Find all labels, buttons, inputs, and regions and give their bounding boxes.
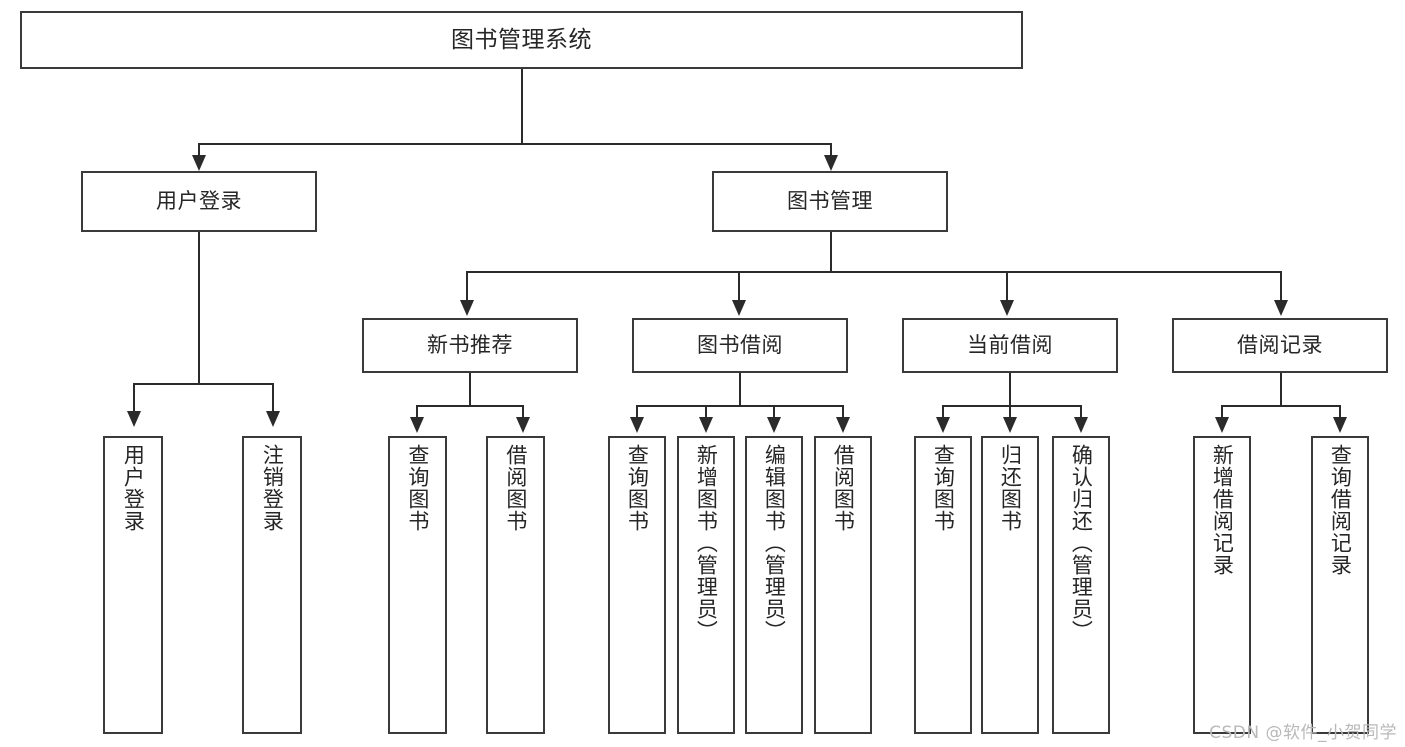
edge-book-manage-to-book-borrow xyxy=(738,271,740,304)
csdn-watermark: CSDN @软件_小贺同学 xyxy=(1209,723,1397,743)
arrow-to-leaf-add-record xyxy=(1215,417,1229,433)
node-book-borrow[interactable]: 图书借阅 xyxy=(632,318,848,373)
node-label: 归还图书 xyxy=(998,444,1023,532)
edge-current-borrow-to-leaf-1 xyxy=(942,405,944,425)
arrow-to-book-manage xyxy=(824,155,838,171)
node-label: 注销登录 xyxy=(260,444,285,532)
node-label: 新增图书（管理员） xyxy=(694,444,719,642)
edge-book-borrow-stem xyxy=(739,373,741,405)
edge-borrow-record-to-leaf-1 xyxy=(1221,405,1223,425)
edge-root-split-bar xyxy=(198,143,832,145)
node-leaf-logout-login[interactable]: 注销登录 xyxy=(242,436,302,734)
arrow-to-new-book-recommend xyxy=(460,300,474,316)
node-label: 查询图书 xyxy=(405,444,430,532)
edge-book-borrow-to-leaf-3 xyxy=(773,405,775,425)
arrow-to-leaf-edit-book xyxy=(767,417,781,433)
edge-current-borrow-to-leaf-3 xyxy=(1080,405,1082,425)
node-label: 确认归还（管理员） xyxy=(1069,444,1094,642)
node-label: 新增借阅记录 xyxy=(1210,444,1235,576)
arrow-to-leaf-query-book-1 xyxy=(410,417,424,433)
edge-user-login-to-leaf-1 xyxy=(133,383,135,419)
edge-book-manage-to-new-book xyxy=(466,271,468,304)
arrow-to-leaf-return-book xyxy=(1003,417,1017,433)
node-leaf-add-book[interactable]: 新增图书（管理员） xyxy=(677,436,735,734)
node-current-borrow[interactable]: 当前借阅 xyxy=(902,318,1118,373)
node-label: 当前借阅 xyxy=(967,333,1053,358)
node-leaf-confirm-return[interactable]: 确认归还（管理员） xyxy=(1052,436,1110,734)
node-label: 新书推荐 xyxy=(427,333,513,358)
node-label: 用户登录 xyxy=(156,189,242,214)
node-leaf-borrow-book-2[interactable]: 借阅图书 xyxy=(814,436,872,734)
edge-borrow-record-to-leaf-2 xyxy=(1339,405,1341,425)
edge-user-login-split-bar xyxy=(133,383,274,385)
arrow-to-book-borrow xyxy=(732,300,746,316)
edge-user-login-to-leaf-2 xyxy=(272,383,274,419)
node-leaf-return-book[interactable]: 归还图书 xyxy=(981,436,1039,734)
node-leaf-query-record[interactable]: 查询借阅记录 xyxy=(1311,436,1369,734)
node-label: 查询借阅记录 xyxy=(1328,444,1353,576)
node-root-book-management-system[interactable]: 图书管理系统 xyxy=(20,11,1023,69)
edge-current-borrow-to-leaf-2 xyxy=(1009,405,1011,425)
edge-root-stem xyxy=(521,69,523,143)
edge-book-manage-split-bar xyxy=(466,271,1282,273)
edge-book-borrow-to-leaf-1 xyxy=(636,405,638,425)
arrow-to-user-login xyxy=(192,155,206,171)
arrow-to-leaf-user-login xyxy=(127,411,141,427)
arrow-to-leaf-logout-login xyxy=(266,411,280,427)
node-leaf-query-book-1[interactable]: 查询图书 xyxy=(388,436,447,734)
edge-borrow-record-split-bar xyxy=(1221,405,1341,407)
edge-current-borrow-split-bar xyxy=(942,405,1082,407)
arrow-to-leaf-confirm-return xyxy=(1074,417,1088,433)
node-label: 借阅图书 xyxy=(503,444,528,532)
arrow-to-leaf-borrow-book-1 xyxy=(516,417,530,433)
edge-root-to-book-manage xyxy=(830,143,832,163)
arrow-to-current-borrow xyxy=(1000,300,1014,316)
node-leaf-edit-book[interactable]: 编辑图书（管理员） xyxy=(745,436,803,734)
node-label: 图书借阅 xyxy=(697,333,783,358)
edge-new-book-to-leaf-2 xyxy=(522,405,524,425)
edge-book-borrow-to-leaf-4 xyxy=(842,405,844,425)
node-leaf-query-book-3[interactable]: 查询图书 xyxy=(914,436,972,734)
arrow-to-leaf-query-record xyxy=(1333,417,1347,433)
edge-borrow-record-stem xyxy=(1280,373,1282,405)
edge-current-borrow-stem xyxy=(1009,373,1011,405)
edge-new-book-split-bar xyxy=(416,405,524,407)
arrow-to-leaf-add-book xyxy=(699,417,713,433)
edge-new-book-to-leaf-1 xyxy=(416,405,418,425)
node-label: 图书管理 xyxy=(787,189,873,214)
node-user-login[interactable]: 用户登录 xyxy=(81,171,317,232)
node-book-manage[interactable]: 图书管理 xyxy=(712,171,948,232)
node-label: 查询图书 xyxy=(625,444,650,532)
node-leaf-query-book-2[interactable]: 查询图书 xyxy=(608,436,666,734)
edge-new-book-stem xyxy=(469,373,471,405)
edge-book-manage-to-borrow-record xyxy=(1280,271,1282,304)
edge-book-manage-stem xyxy=(830,232,832,271)
node-leaf-user-login[interactable]: 用户登录 xyxy=(103,436,163,734)
edge-root-to-user-login xyxy=(198,143,200,163)
arrow-to-borrow-record xyxy=(1274,300,1288,316)
node-label: 用户登录 xyxy=(121,444,146,532)
node-leaf-borrow-book-1[interactable]: 借阅图书 xyxy=(486,436,545,734)
node-leaf-add-record[interactable]: 新增借阅记录 xyxy=(1193,436,1251,734)
node-borrow-record[interactable]: 借阅记录 xyxy=(1172,318,1388,373)
edge-book-borrow-split-bar xyxy=(636,405,844,407)
arrow-to-leaf-query-book-3 xyxy=(936,417,950,433)
edge-book-borrow-to-leaf-2 xyxy=(705,405,707,425)
arrow-to-leaf-query-book-2 xyxy=(630,417,644,433)
edge-book-manage-to-current-borrow xyxy=(1006,271,1008,304)
node-label: 借阅图书 xyxy=(831,444,856,532)
arrow-to-leaf-borrow-book-2 xyxy=(836,417,850,433)
node-new-book-recommend[interactable]: 新书推荐 xyxy=(362,318,578,373)
node-label: 编辑图书（管理员） xyxy=(762,444,787,642)
node-label: 查询图书 xyxy=(931,444,956,532)
edge-user-login-stem xyxy=(198,232,200,383)
node-label: 图书管理系统 xyxy=(451,26,592,53)
node-label: 借阅记录 xyxy=(1237,333,1323,358)
